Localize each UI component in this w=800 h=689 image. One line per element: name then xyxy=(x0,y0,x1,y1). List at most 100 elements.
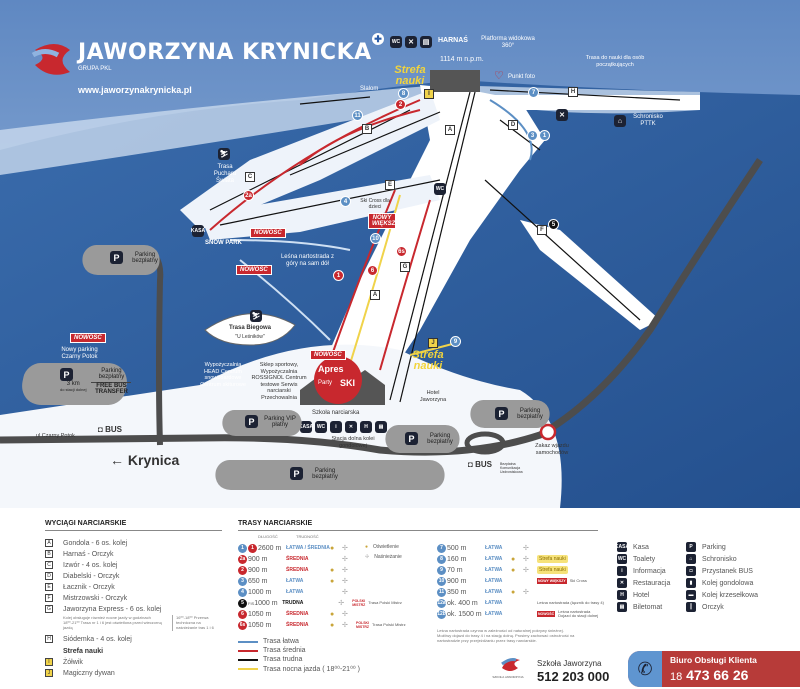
trail-difficulty: ŚREDNIA xyxy=(286,622,309,628)
new-badge: NOWOŚĆ xyxy=(537,611,556,617)
trail-badge-4: 4 xyxy=(340,196,351,207)
lift-name: Żółwik xyxy=(63,658,83,666)
new-badge: NOWY WIĘKSZY xyxy=(537,578,567,584)
bus-sub-label: Bezpłatna Komunikacja Uzdrowiskowa xyxy=(500,462,523,475)
trail-difficulty: ŁATWA xyxy=(485,567,503,573)
parking-icon: P xyxy=(110,251,123,264)
facility-item: ▮Kolej gondolowa xyxy=(686,577,753,589)
forest-trail-label: Leśna nartostrada z góry na sam dół xyxy=(280,254,335,268)
trail-length: 1000 m xyxy=(254,599,278,607)
town-name: Krynica xyxy=(127,452,180,468)
facility-item: ▤Biletomat xyxy=(617,601,662,613)
trail-difficulty: ŁATWA xyxy=(485,600,503,606)
trail-difficulty: ŚREDNIA xyxy=(286,556,309,562)
facility-item: ⌂Schronisko xyxy=(686,553,737,565)
lift-name: Mistrzowski - Orczyk xyxy=(63,594,128,602)
station-icon: ✕ xyxy=(345,421,357,433)
trail-number-badge: 6 xyxy=(238,609,247,619)
lift-name: Jaworzyna Express - 6 os. kolej xyxy=(63,605,162,613)
lift-key-icon: H xyxy=(45,635,53,643)
facility-label: Toalety xyxy=(633,555,656,563)
trail-number-badge: 1 xyxy=(248,543,257,553)
altitude-label: 1114 m n.p.m. xyxy=(440,56,484,63)
lift-key-D: D xyxy=(508,120,518,130)
col-difficulty: TRUDNOŚĆ xyxy=(296,534,319,539)
lift-key-F: F xyxy=(537,225,547,235)
bus-stop-right: ◘ BUS xyxy=(468,460,492,469)
new-parking-label: Nowy parking Czarny Potok xyxy=(61,347,98,361)
trail-length: 900 m xyxy=(248,566,268,574)
trail-length: 2600 m xyxy=(258,544,282,552)
free-bus-distance: 3 km xyxy=(66,381,80,387)
free-bus-sub: do stacji dolnej xyxy=(60,387,87,392)
informacja-icon: i xyxy=(617,566,627,576)
parking-label: Parking VIP płatny xyxy=(264,415,296,428)
snowflake-icon: ✢ xyxy=(342,578,348,585)
trail-difficulty: ŁATWA xyxy=(485,578,503,584)
trail-difficulty: ŁATWA xyxy=(286,578,304,584)
trail-number-badge: 11 xyxy=(437,587,446,597)
school-phone[interactable]: 512 203 000 xyxy=(537,669,610,684)
parking-icon: P xyxy=(495,407,508,420)
polski-mistrz-logo: POLSKI MISTRZ xyxy=(352,599,366,607)
brand-url[interactable]: www.jaworzynakrynicka.pl xyxy=(78,85,192,95)
apres-ski-circle xyxy=(314,356,362,404)
line-type-item: Trasa łatwa xyxy=(238,638,299,645)
facility-label: Informacja xyxy=(633,567,666,575)
lift-name: Łacznik - Orczyk xyxy=(63,583,115,591)
world-cup-label: Trasa Pucharu Świata xyxy=(213,164,237,185)
trail-number-badge: 7 xyxy=(437,543,446,553)
line-type-label: Trasa łatwa xyxy=(263,638,299,645)
bus-stop-left: ◘ BUS xyxy=(98,425,122,434)
trail-badge-7: 7 xyxy=(528,87,539,98)
line-type-item: Trasa trudna xyxy=(238,656,302,663)
facility-item: ▬Kolej krzesełkowa xyxy=(686,589,758,601)
new-badge-forest: NOWOŚĆ xyxy=(236,265,272,275)
bulb-icon: ● xyxy=(511,555,516,563)
trail-badge-6s: 6s xyxy=(396,246,407,257)
trail-badge-5: 5 xyxy=(548,219,559,230)
office-box[interactable]: ✆ Biuro Obsługi Klienta 18 473 66 26 xyxy=(628,651,800,687)
trail-difficulty: ŁATWA / ŚREDNIA xyxy=(286,545,330,551)
bus-label: BUS xyxy=(105,425,122,434)
facility-label: Parking xyxy=(702,543,726,551)
office-phone[interactable]: 18 473 66 26 xyxy=(670,667,748,683)
line-type-item: Trasa średnia xyxy=(238,647,306,654)
lift-key-J: J xyxy=(428,338,438,348)
snowflake-icon: ✢ xyxy=(342,611,348,618)
orczyk-icon: ┃ xyxy=(686,602,696,612)
lift-name: Harnaś - Orczyk xyxy=(63,550,114,558)
photo-point-label: Punkt foto xyxy=(508,74,536,80)
office-title: Biuro Obsługi Klienta xyxy=(670,655,757,665)
snowflake-icon: ✢ xyxy=(342,556,348,563)
facility-label: Biletomat xyxy=(633,603,663,611)
ski-map: JAWORZYNA KRYNICKA GRUPA PKL www.jaworzy… xyxy=(0,0,800,508)
station-icon: KASA xyxy=(299,421,313,433)
trail-difficulty: ŁATWA xyxy=(485,556,503,562)
lit-key: ●Oświetlenie xyxy=(365,544,399,550)
trail-length: 160 m xyxy=(447,555,467,563)
platform-label: Platforma widokowa 360° xyxy=(481,36,535,50)
lift-name: Izwór - 4 os. kolej xyxy=(63,561,118,569)
parking-label: Parking bezpłatny xyxy=(132,251,158,264)
trail-number-badge: 5 xyxy=(238,598,247,608)
trail-number-badge: 2 xyxy=(238,565,247,575)
schronisko-icon: ⌂ xyxy=(686,554,696,564)
lift-key-icon: D xyxy=(45,572,53,580)
trail-difficulty: ŁATWA xyxy=(286,589,304,595)
office-phone-number: 473 66 26 xyxy=(686,667,749,683)
trail-number-badge: 1 xyxy=(238,543,247,553)
trail-badge-8: 8 xyxy=(398,88,409,99)
lift-name: Diabelski - Orczyk xyxy=(63,572,120,580)
xc-trail-name: "U Leśników" xyxy=(235,334,265,340)
apres-ski-label: SKI xyxy=(340,378,356,388)
trail-note: Trasa Polski Mistrz xyxy=(368,599,402,605)
